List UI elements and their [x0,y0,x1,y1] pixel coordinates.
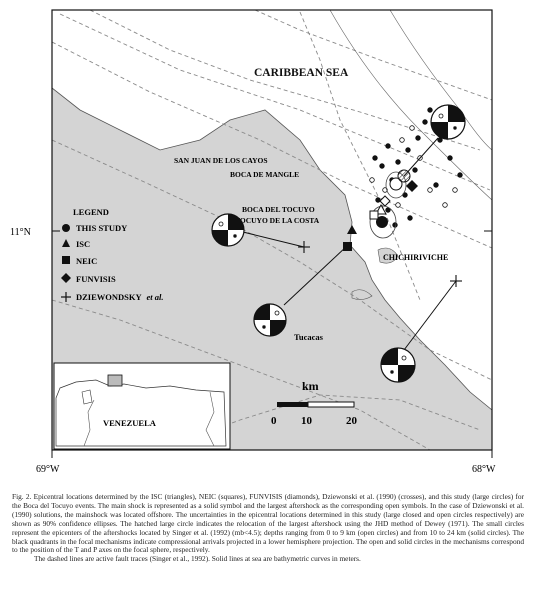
legend-symbol-diamond [61,273,71,283]
legend-label-dziewonski-suffix: et al. [146,292,163,302]
inset-country-label: VENEZUELA [103,418,157,428]
agency-epicenters [343,180,418,251]
aftershock-solid [395,159,401,165]
figure-caption: Fig. 2. Epicentral locations determined … [12,492,524,564]
offshore-cays [351,247,399,300]
neic-mainshock [343,242,352,251]
scale-bar-right [307,401,355,408]
epicenter-map-figure: CARIBBEAN SEA SAN JUAN DE LOS CAYOS BOCA… [10,9,496,475]
lon-label-right: 68°W [472,464,496,475]
aftershock-solid [437,137,443,143]
legend-title: LEGEND [73,207,109,217]
focal-mechanism-ball [430,104,466,140]
aftershock-solid [457,172,463,178]
scale-tick-20: 20 [346,415,358,427]
place-label-tocuyo-costa: TOCUYO DE LA COSTA [235,216,320,225]
legend-symbol-triangle [62,239,70,247]
scale-tick-10: 10 [301,415,313,427]
sea-label: CARIBBEAN SEA [254,67,349,79]
aftershock-solid [433,182,439,188]
focal-mechanism-ball [211,213,245,247]
focal-mechanism-ball [380,347,416,383]
legend: LEGEND THIS STUDY ISC NEIC FUNVISIS DZIE… [61,207,163,302]
lat-label: 11°N [10,227,31,238]
aftershock-solid [379,163,385,169]
focal-mechanism-ball [253,303,287,337]
inset-border [83,399,95,447]
aftershock-solid [375,197,381,203]
inset-study-area [107,374,123,387]
funvisis-aftershock [379,195,391,207]
place-label-chichiriviche: CHICHIRIVICHE [383,253,448,262]
place-label-boca-mangle: BOCA DE MANGLE [230,170,299,179]
lon-label-left: 69°W [36,464,60,475]
aftershock-open [409,125,415,131]
legend-label-funvisis: FUNVISIS [76,274,116,284]
bathymetric-curves [329,10,492,201]
legend-label-dziewonski: DZIEWONDSKY et al. [76,292,163,302]
aftershock-solid [392,222,398,228]
aftershock-relocation [389,177,403,191]
scale-bar: km 0 10 20 [271,379,358,427]
mainshock-relocation [376,216,388,228]
aftershock-solid [415,135,421,141]
scale-unit: km [302,379,319,393]
confidence-ellipse-aftershock [385,171,407,199]
aftershock-solid [385,207,391,213]
mechanism-connectors [242,137,457,359]
aftershock-solid [427,107,433,113]
confidence-ellipse-mainshock [369,205,397,239]
aftershock-solid [407,215,413,221]
scale-tick-0: 0 [271,415,277,427]
focal-mechanisms [211,104,466,383]
funvisis-mainshock [406,180,418,192]
caption-paragraph-2: The dashed lines are active fault traces… [34,554,361,564]
legend-symbol-circle [62,224,70,232]
legend-symbol-cross [61,292,71,302]
aftershock-open [369,177,375,183]
aftershock-open [427,187,433,193]
aftershock-solid [412,167,418,173]
inset-lake [81,389,93,405]
caption-paragraph-1: Fig. 2. Epicentral locations determined … [12,492,524,555]
legend-symbol-square [62,256,70,264]
map-frame [51,9,493,451]
inset-border-east [205,391,215,447]
isc-mainshock [347,225,357,234]
map-ticks [51,230,493,458]
inset-land [55,379,227,447]
aftershock-solid [422,119,428,125]
legend-label-neic: NEIC [76,256,97,266]
aftershock-open [399,137,405,143]
aftershock-solid [405,147,411,153]
aftershock-epicenters [369,107,463,228]
place-label-boca-tocuyo: BOCA DEL TOCUYO [242,205,315,214]
scale-bar-left [277,402,308,407]
aftershock-open [452,187,458,193]
aftershock-solid [385,143,391,149]
aftershock-open [395,202,401,208]
aftershock-solid [372,155,378,161]
aftershock-solid [447,155,453,161]
relocated-epicenters [369,169,411,239]
place-label-san-juan: SAN JUAN DE LOS CAYOS [174,156,268,165]
aftershock-open [442,202,448,208]
neic-aftershock [369,210,379,220]
legend-label-isc: ISC [76,239,90,249]
place-label-tucacas: Tucacas [294,332,324,342]
inset-map: VENEZUELA [53,362,231,450]
legend-label-dziewonski-name: DZIEWONDSKY [76,292,142,302]
legend-label-this-study: THIS STUDY [76,223,127,233]
